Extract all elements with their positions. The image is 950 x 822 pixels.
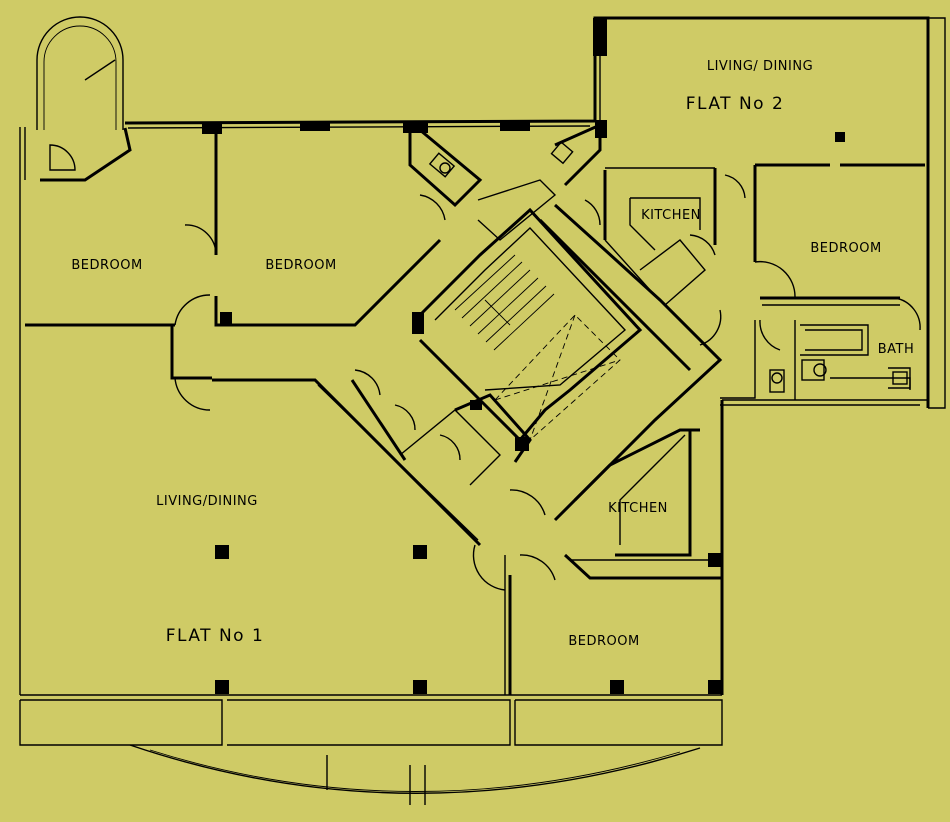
label-living-dining-flat1: LIVING/DINING [156, 494, 258, 509]
label-flat-2: FLAT No 2 [686, 94, 785, 114]
door-swings [49, 59, 921, 591]
label-bedroom-top-center: BEDROOM [265, 258, 336, 273]
label-flat-1: FLAT No 1 [166, 626, 265, 646]
columns [202, 18, 845, 694]
label-bedroom-flat2: BEDROOM [810, 241, 881, 256]
label-bedroom-top-left: BEDROOM [71, 258, 142, 273]
label-living-dining-flat2: LIVING/ DINING [707, 59, 813, 74]
label-bedroom-flat1: BEDROOM [568, 634, 639, 649]
fixtures [428, 141, 908, 393]
room-labels: BEDROOM BEDROOM LIVING/DINING FLAT No 1 … [71, 59, 915, 649]
label-bath-flat2: BATH [878, 342, 915, 357]
label-kitchen-flat1: KITCHEN [608, 501, 668, 516]
walls [19, 16, 946, 805]
label-kitchen-flat2: KITCHEN [641, 208, 701, 223]
stair-treads [454, 254, 555, 351]
